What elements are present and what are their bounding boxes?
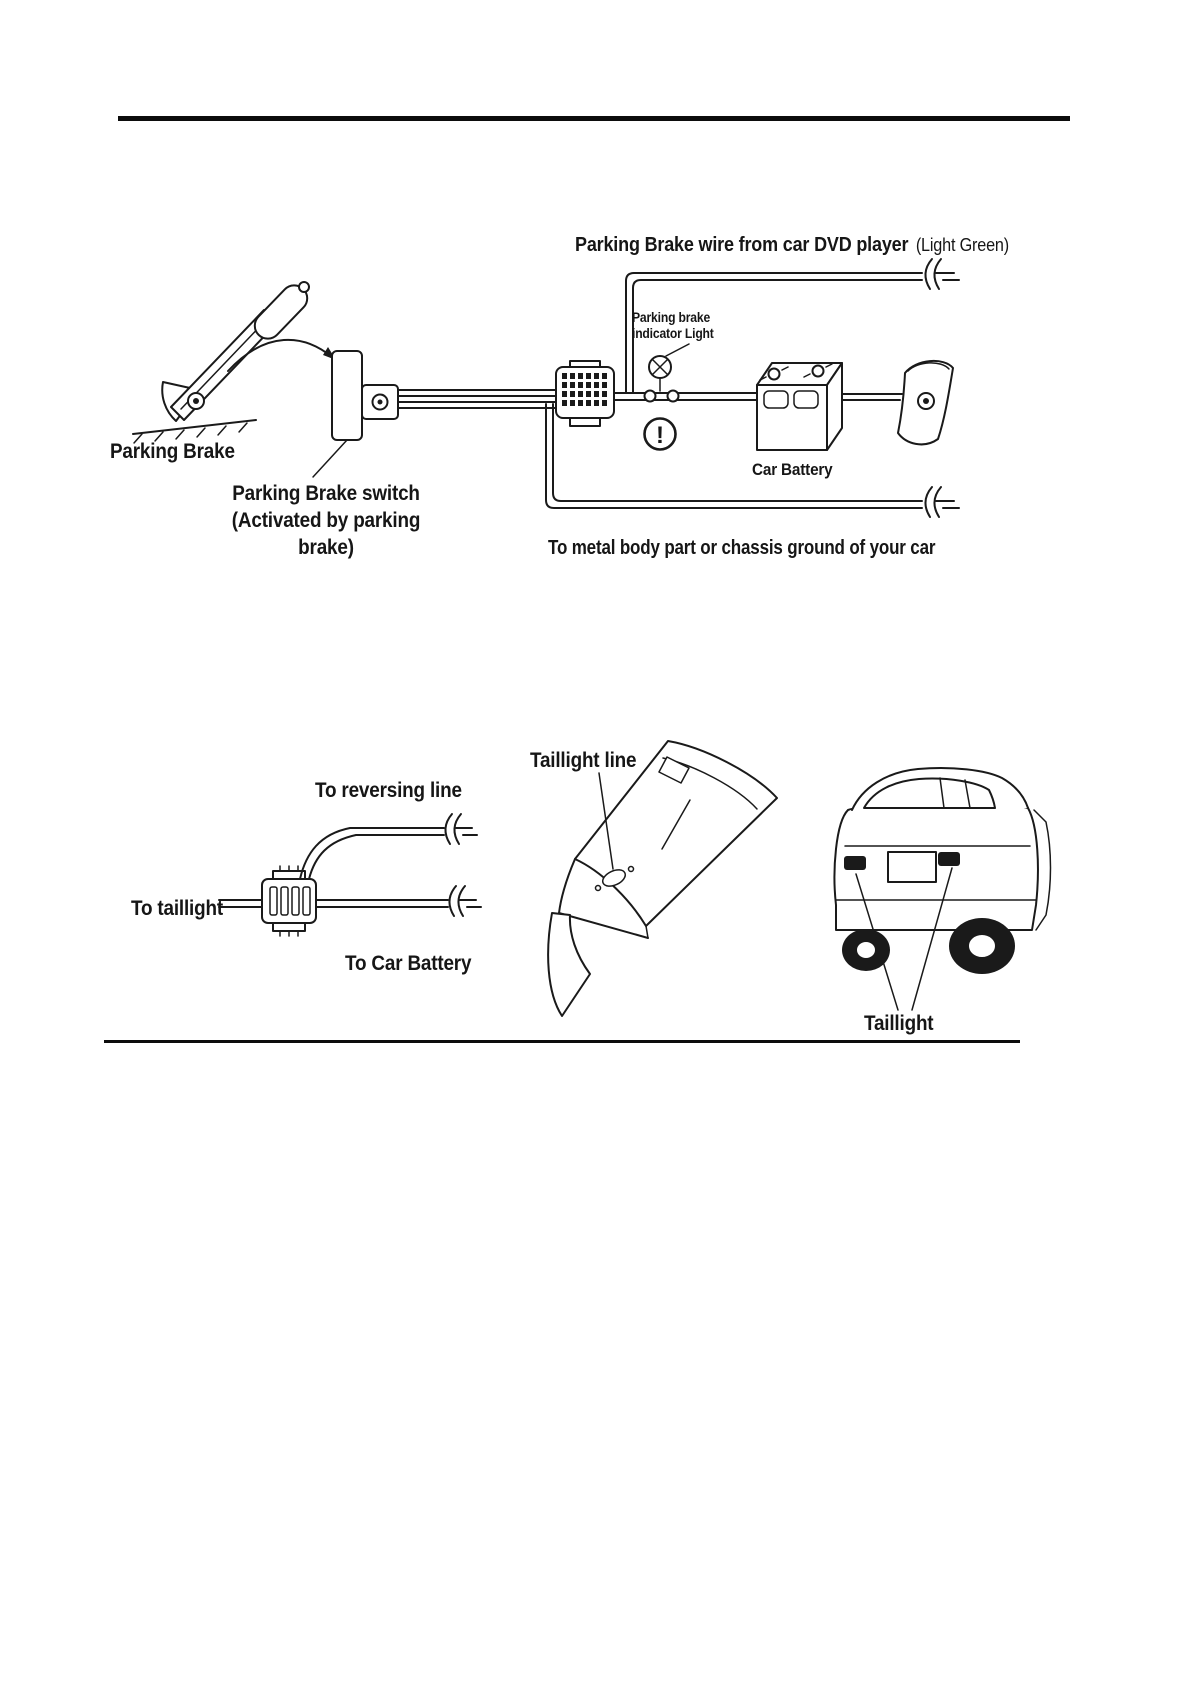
- car-battery-label: Car Battery: [752, 460, 833, 479]
- car-rear-illustration: [833, 767, 1052, 1011]
- chassis-ground-label: To metal body part or chassis ground of …: [548, 537, 936, 559]
- dvd-wire-color-note: (Light Green): [915, 235, 1009, 255]
- wire-break-icon: [448, 885, 482, 917]
- wire-connector-icon: [555, 360, 615, 427]
- taillight-wire: [218, 885, 482, 917]
- taillight-connector-icon: [261, 865, 317, 937]
- parking-brake-label: Parking Brake: [110, 440, 235, 463]
- battery-to-chassis-wire: [841, 393, 903, 401]
- wire-break-icon: [924, 258, 960, 290]
- indicator-lamp-icon: [648, 343, 690, 392]
- warning-icon: !: [643, 417, 677, 451]
- to-taillight-label: To taillight: [131, 897, 223, 920]
- switch-label-line2: (Activated by parking brake): [231, 509, 421, 559]
- warning-mark: !: [656, 422, 664, 449]
- reversing-wire: [299, 813, 478, 880]
- chassis-ground-wire: [545, 403, 960, 518]
- car-battery-icon: [756, 362, 843, 451]
- indicator-label-line1: Parking brake: [632, 310, 711, 325]
- dvd-wire-label-text: Parking Brake wire from car DVD player: [575, 234, 909, 256]
- chassis-ground-icon: [897, 360, 954, 446]
- indicator-light-label: Parking brake indicator Light: [632, 310, 714, 342]
- parking-brake-switch-icon: [312, 350, 399, 478]
- to-car-battery-label: To Car Battery: [345, 952, 472, 975]
- wire-break-icon: [444, 813, 478, 845]
- top-rule: [118, 116, 1070, 121]
- wire-break-icon: [924, 486, 960, 518]
- parking-brake-switch-label: Parking Brake switch (Activated by parki…: [209, 480, 443, 561]
- taillight-label: Taillight: [864, 1012, 934, 1035]
- dvd-parking-wire: [625, 258, 960, 393]
- bottom-rule: [104, 1040, 1020, 1043]
- dvd-wire-label: Parking Brake wire from car DVD player (…: [575, 234, 1009, 257]
- harness-wires: [397, 389, 557, 409]
- taillight-line-label: Taillight line: [530, 749, 637, 772]
- switch-label-line1: Parking Brake switch: [232, 482, 420, 505]
- indicator-wires: [613, 389, 758, 403]
- parking-brake-lever-icon: [132, 281, 336, 444]
- reversing-line-label: To reversing line: [315, 779, 462, 802]
- trunk-area-illustration: [547, 740, 778, 1017]
- indicator-label-line2: indicator Light: [632, 326, 714, 341]
